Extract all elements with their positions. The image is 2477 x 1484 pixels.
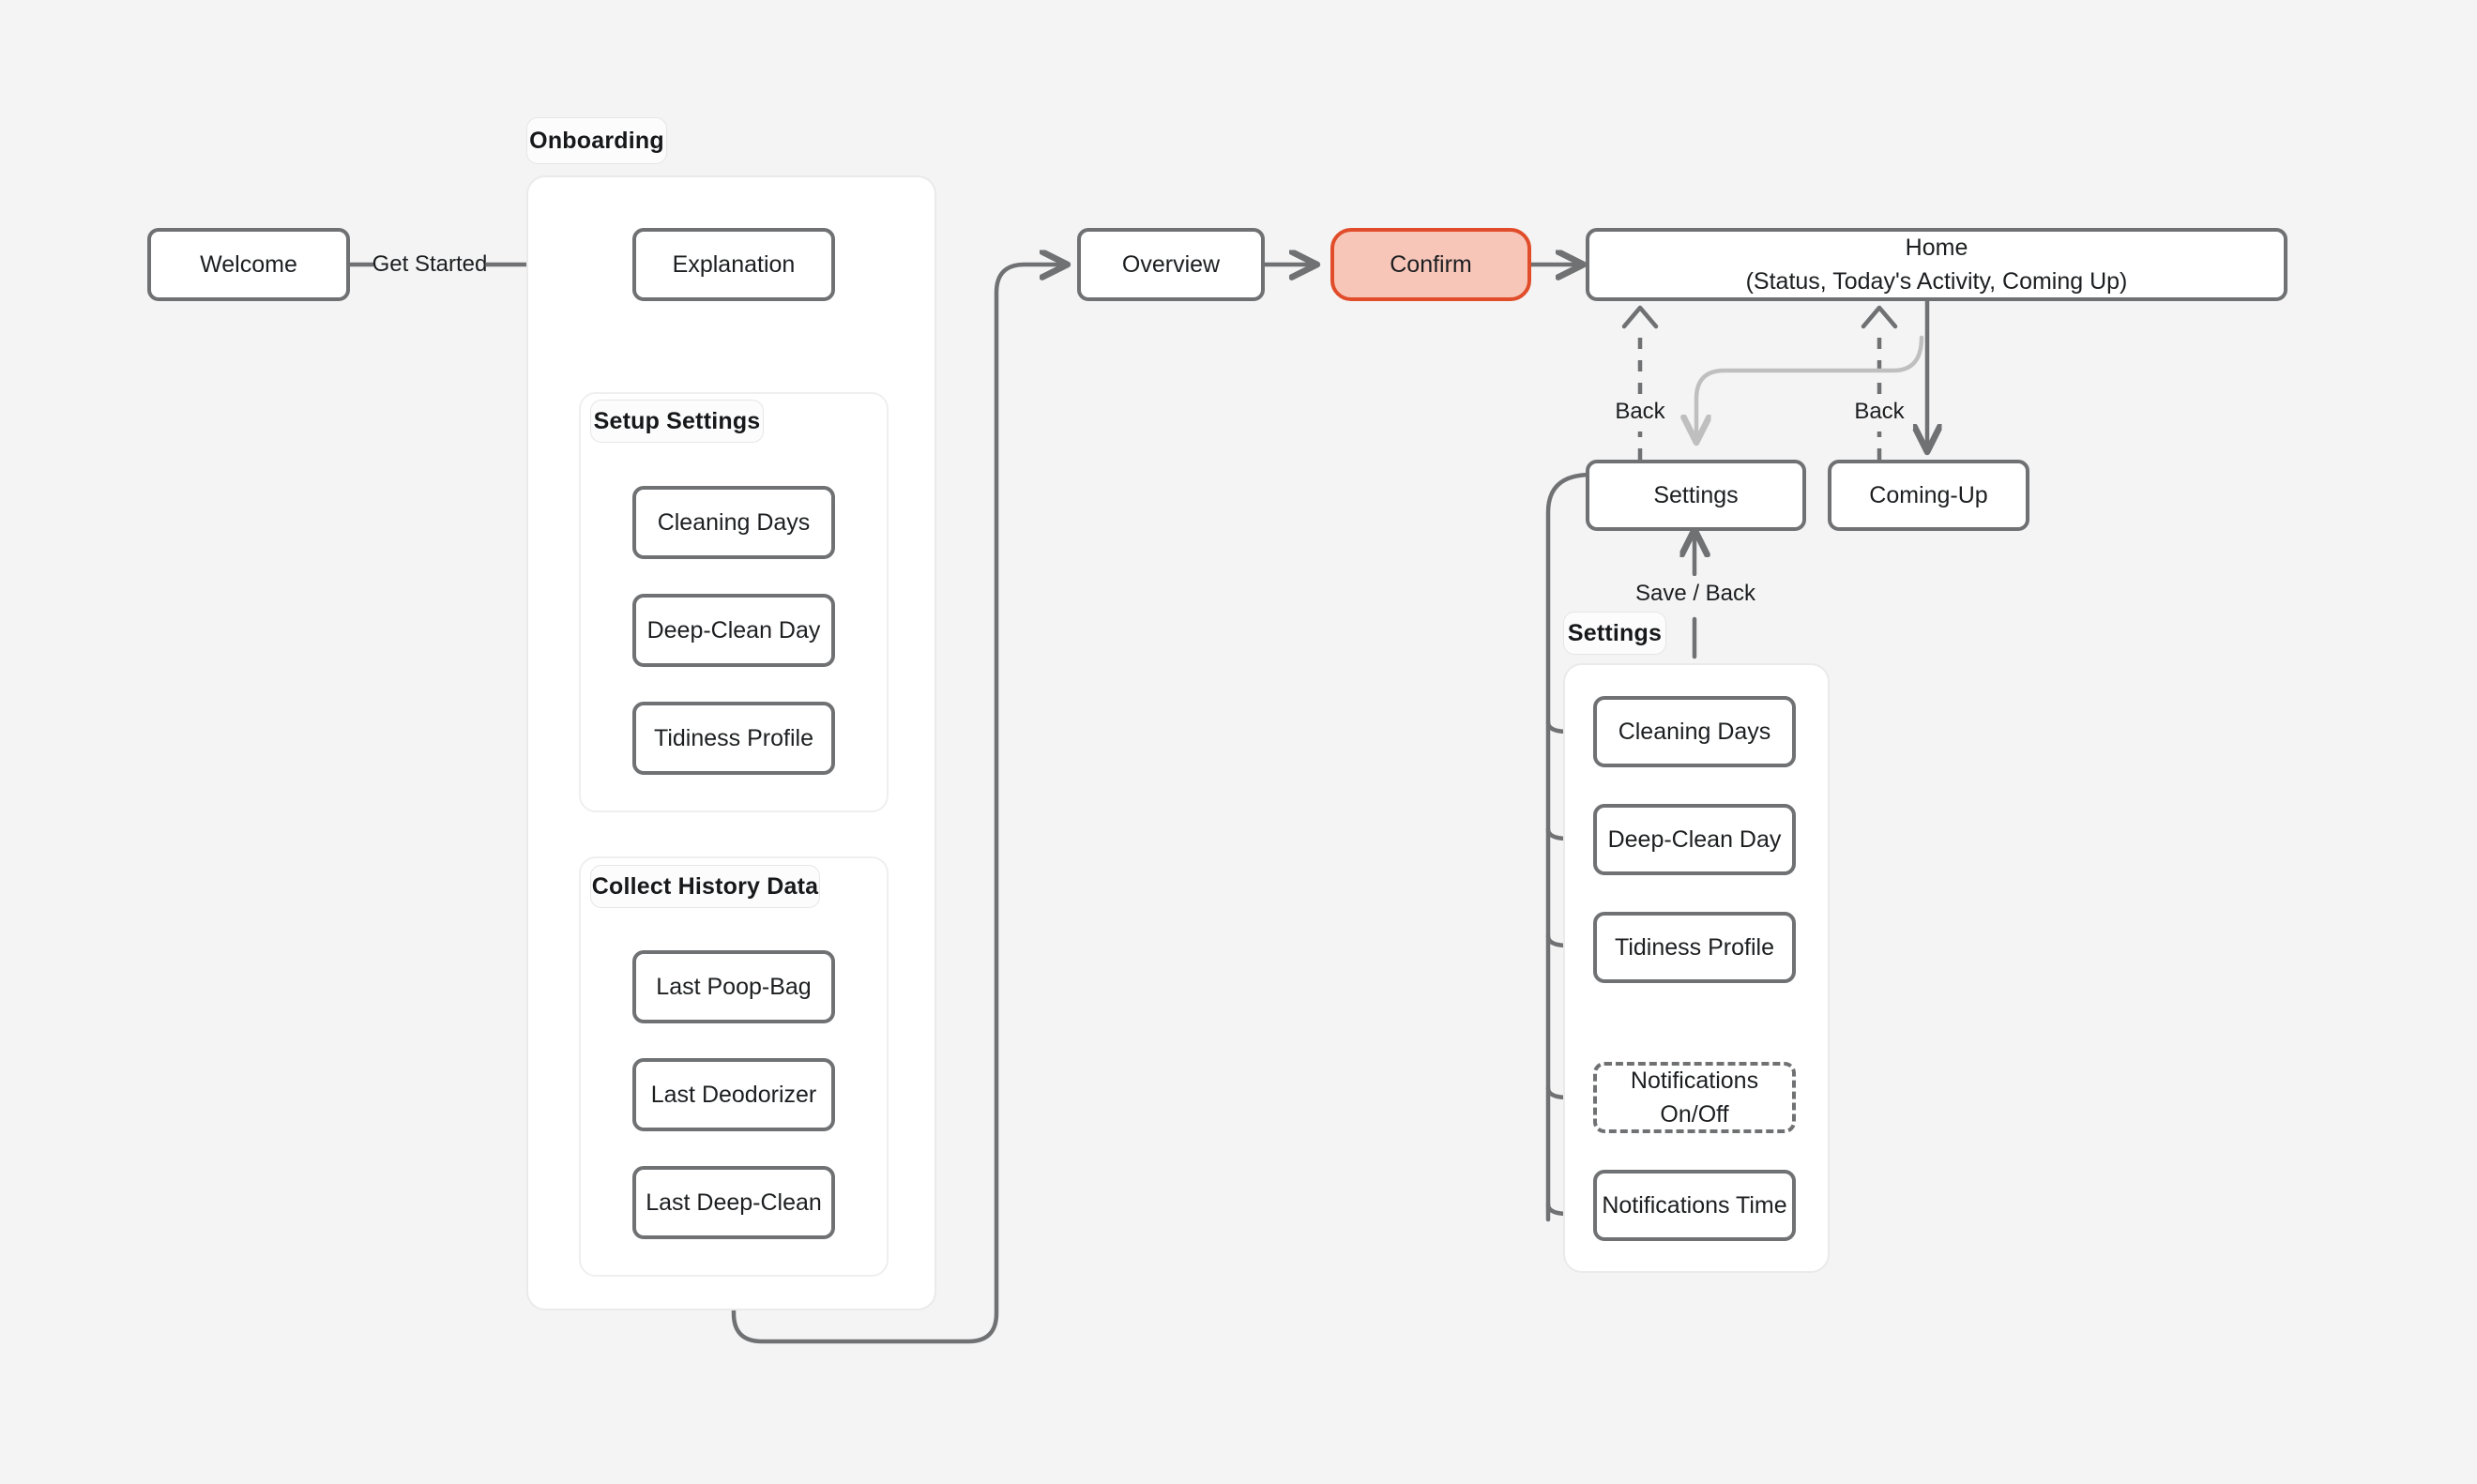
node-settings-cleaning-days[interactable]: Cleaning Days bbox=[1593, 696, 1796, 767]
node-settings-notifications-onoff[interactable]: Notifications On/Off bbox=[1593, 1062, 1796, 1133]
node-history-last-poop-bag[interactable]: Last Poop-Bag bbox=[632, 950, 835, 1023]
node-history-last-deodorizer[interactable]: Last Deodorizer bbox=[632, 1058, 835, 1131]
node-setup-deep-clean-day[interactable]: Deep-Clean Day bbox=[632, 594, 835, 667]
node-setup-tidiness-profile[interactable]: Tidiness Profile bbox=[632, 702, 835, 775]
node-history-last-deep-clean[interactable]: Last Deep-Clean bbox=[632, 1166, 835, 1239]
arrowhead-back-comingup bbox=[1861, 305, 1898, 329]
group-collect-history-title: Collect History Data bbox=[590, 865, 820, 908]
edge-label-back-coming-up: Back bbox=[1846, 394, 1913, 430]
arrowhead-back-settings bbox=[1621, 305, 1659, 329]
node-setup-cleaning-days[interactable]: Cleaning Days bbox=[632, 486, 835, 559]
group-settings-title: Settings bbox=[1563, 612, 1666, 655]
group-setup-settings-title: Setup Settings bbox=[590, 400, 764, 443]
node-overview[interactable]: Overview bbox=[1077, 228, 1265, 301]
node-explanation[interactable]: Explanation bbox=[632, 228, 835, 301]
node-settings-tidiness-profile[interactable]: Tidiness Profile bbox=[1593, 912, 1796, 983]
node-settings-deep-clean-day[interactable]: Deep-Clean Day bbox=[1593, 804, 1796, 875]
group-onboarding-title: Onboarding bbox=[526, 117, 667, 164]
edge-label-save-back: Save / Back bbox=[1634, 576, 1756, 612]
node-home[interactable]: Home (Status, Today's Activity, Coming U… bbox=[1586, 228, 2287, 301]
edge-label-back-settings: Back bbox=[1606, 394, 1674, 430]
node-settings[interactable]: Settings bbox=[1586, 460, 1806, 531]
edge-label-get-started: Get Started bbox=[372, 246, 487, 283]
node-settings-notifications-time[interactable]: Notifications Time bbox=[1593, 1170, 1796, 1241]
node-confirm[interactable]: Confirm bbox=[1330, 228, 1531, 301]
node-welcome[interactable]: Welcome bbox=[147, 228, 350, 301]
node-coming-up[interactable]: Coming-Up bbox=[1828, 460, 2029, 531]
